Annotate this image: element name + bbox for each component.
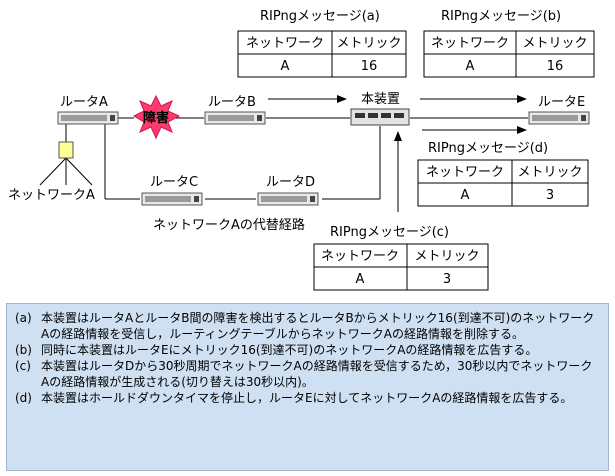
ripng-message-a-title: RIPngメッセージ(a): [260, 9, 380, 24]
router-b-label: ルータB: [208, 95, 256, 110]
note-label: (d): [15, 391, 32, 405]
ripng-message-c-title: RIPngメッセージ(c): [330, 225, 449, 240]
message-arrows: [268, 95, 527, 212]
device-label: 本装置: [361, 92, 400, 107]
router-c-label: ルータC: [150, 175, 198, 190]
note-a: (a) 本装置はルータAとルータB間の障害を検出するとルータBからメトリック16…: [15, 310, 600, 342]
ripng-message-c: RIPngメッセージ(c) ネットワーク メトリック A 3: [313, 225, 489, 291]
router-e: ルータE: [528, 95, 590, 125]
col-network-header: ネットワーク: [426, 165, 504, 180]
network-value: A: [466, 59, 475, 74]
network-branch-right: [65, 157, 93, 186]
metric-value: 3: [546, 188, 554, 203]
network-value: A: [461, 188, 470, 203]
col-network-header: ネットワーク: [246, 36, 324, 51]
col-network-header: ネットワーク: [321, 249, 399, 264]
this-device: 本装置: [350, 92, 410, 126]
router-icon: [57, 111, 119, 125]
router-d: ルータD: [257, 175, 319, 206]
col-metric-header: メトリック: [517, 165, 582, 180]
note-label: (b): [15, 343, 32, 357]
metric-value: 3: [443, 272, 451, 287]
network-value: A: [281, 59, 290, 74]
note-label: (c): [15, 359, 31, 373]
network-a-label: ネットワークA: [8, 188, 95, 203]
router-a: ルータA: [57, 95, 119, 125]
ripng-message-d-title: RIPngメッセージ(d): [428, 141, 548, 156]
router-d-label: ルータD: [266, 175, 315, 190]
note-c: (c) 本装置はルータDから30秒周期でネットワークAの経路情報を受信するため，…: [15, 358, 600, 390]
router-icon: [141, 192, 203, 206]
metric-value: 16: [547, 59, 564, 74]
alt-route-label: ネットワークAの代替経路: [153, 217, 305, 233]
router-e-label: ルータE: [538, 95, 585, 110]
failure-burst: 障害: [132, 94, 181, 140]
network-branch-left: [39, 157, 67, 186]
network-a: ネットワークA: [8, 141, 95, 203]
ripng-message-b-title: RIPngメッセージ(b): [441, 9, 561, 24]
router-b: ルータB: [204, 95, 266, 125]
ripng-message-d: RIPngメッセージ(d) ネットワーク メトリック A 3: [417, 141, 589, 207]
links: [39, 117, 528, 200]
metric-value: 16: [361, 59, 378, 74]
burst-icon: [132, 94, 181, 140]
network-value: A: [356, 272, 365, 287]
note-d: (d) 本装置はホールドダウンタイマを停止し，ルータEに対してネットワークAの経…: [15, 390, 600, 406]
note-label: (a): [15, 311, 32, 325]
note-text: 本装置はルータDから30秒周期でネットワークAの経路情報を受信するため，30秒以…: [41, 359, 593, 389]
note-text: 本装置はホールドダウンタイマを停止し，ルータEに対してネットワークAの経路情報を…: [41, 391, 573, 405]
router-c: ルータC: [141, 175, 203, 206]
col-network-header: ネットワーク: [431, 36, 509, 51]
router-icon: [257, 192, 319, 206]
router-icon: [204, 111, 266, 125]
col-metric-header: メトリック: [414, 249, 479, 264]
note-text: 同時に本装置はルータEにメトリック16(到達不可)のネットワークAの経路情報を広…: [41, 343, 538, 357]
col-metric-header: メトリック: [336, 36, 401, 51]
ripng-message-b: RIPngメッセージ(b) ネットワーク メトリック A 16: [423, 9, 595, 78]
note-text: 本装置はルータAとルータB間の障害を検出するとルータBからメトリック16(到達不…: [41, 311, 595, 341]
col-metric-header: メトリック: [522, 36, 587, 51]
ripng-message-a: RIPngメッセージ(a) ネットワーク メトリック A 16: [237, 9, 407, 78]
router-icon: [528, 111, 590, 125]
network-box-icon: [58, 141, 74, 159]
failure-label: 障害: [143, 110, 169, 126]
router-a-label: ルータA: [60, 95, 108, 110]
notes-panel: (a) 本装置はルータAとルータB間の障害を検出するとルータBからメトリック16…: [6, 303, 609, 471]
note-b: (b) 同時に本装置はルータEにメトリック16(到達不可)のネットワークAの経路…: [15, 342, 600, 358]
